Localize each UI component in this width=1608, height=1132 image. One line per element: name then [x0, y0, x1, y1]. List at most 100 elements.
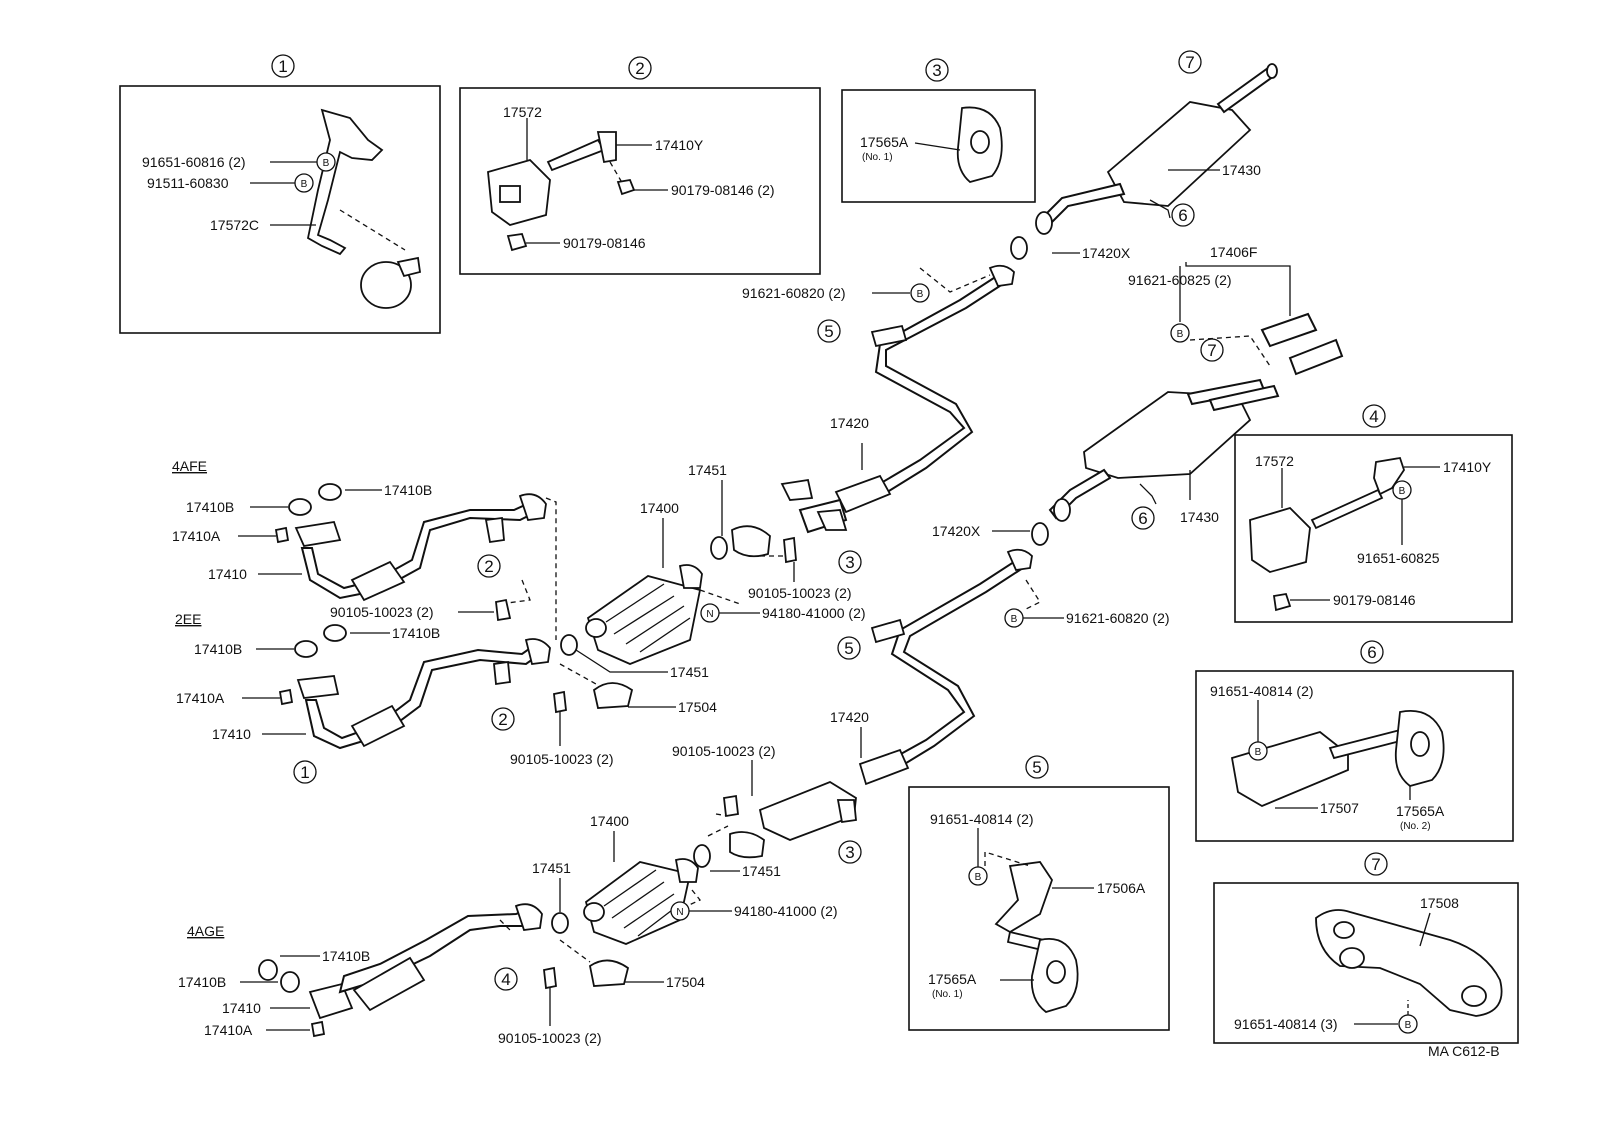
leader	[1419, 912, 1431, 947]
inset-5-number: 5	[1032, 758, 1041, 777]
hanger-pin	[1328, 728, 1406, 760]
inset-6-number-circle	[1360, 640, 1384, 664]
label-17565A: 17565A	[860, 134, 909, 150]
front-flange	[731, 525, 771, 558]
label-17507: 17507	[1320, 800, 1359, 816]
label-90105-10023: 90105-10023 (2)	[672, 743, 776, 759]
label-90179-08146: 90179-08146	[1333, 592, 1416, 608]
callout-7-number: 7	[1207, 341, 1216, 360]
resonator	[834, 474, 892, 514]
label-17420: 17420	[830, 709, 869, 725]
gasket-17410B	[280, 971, 300, 993]
gasket-17410B	[258, 959, 278, 981]
label-17508: 17508	[1420, 895, 1459, 911]
label-90105-10023: 90105-10023 (2)	[498, 1030, 602, 1046]
callout-6	[1171, 203, 1195, 227]
catalytic-converter-17400	[586, 575, 702, 665]
inset-7-frame	[1213, 882, 1519, 1044]
clamp-17504	[592, 682, 634, 709]
callout-2	[491, 707, 515, 731]
label-17410B: 17410B	[186, 499, 234, 515]
center-pipe-17420	[846, 272, 1008, 508]
callout-5	[817, 319, 841, 343]
callout-2	[477, 554, 501, 578]
label-91511-60830: 91511-60830	[147, 175, 229, 191]
tailpipe-tip	[1266, 63, 1278, 79]
bracket-hole	[1461, 985, 1487, 1007]
label-17410: 17410	[222, 1000, 261, 1016]
inset-5-number-circle	[1025, 755, 1049, 779]
hanger-rod	[546, 138, 606, 172]
gasket	[1035, 211, 1053, 235]
hanger-bracket	[1373, 456, 1405, 496]
inset-3-number-circle	[925, 58, 949, 82]
callout-7-number: 7	[1185, 53, 1194, 72]
converter-inlet-flange	[585, 618, 607, 638]
label-no1: (No. 1)	[932, 989, 963, 1000]
bolt	[783, 536, 797, 564]
bracket-17506A	[994, 861, 1053, 934]
pipe-flange	[524, 638, 551, 665]
callout-b	[316, 152, 336, 172]
front-pipe-17410	[304, 642, 542, 750]
label-17565A: 17565A	[928, 971, 977, 987]
callout-6-number: 6	[1138, 509, 1147, 528]
hanger-bracket	[493, 660, 511, 686]
inset-2-frame	[459, 87, 821, 275]
label-17410Y: 17410Y	[655, 137, 704, 153]
center-pipe-17420	[862, 556, 1028, 782]
label-17410B: 17410B	[384, 482, 432, 498]
gasket-17410B	[318, 483, 342, 501]
label-17420X: 17420X	[1082, 245, 1131, 261]
callout-b-letter: B	[975, 872, 982, 883]
muffler-17430	[1083, 391, 1252, 479]
label-17506A: 17506A	[1097, 880, 1146, 896]
inset-1-number-circle	[271, 54, 295, 78]
callout-b	[910, 283, 930, 303]
engine-label-4afe: 4AFE	[172, 458, 207, 474]
callout-6	[1131, 506, 1155, 530]
inset-1-frame	[119, 85, 441, 334]
callout-b	[1170, 323, 1190, 343]
gasket-17420X	[1010, 236, 1028, 260]
label-17451: 17451	[742, 863, 781, 879]
front-pipe-17410	[300, 498, 542, 600]
main-callouts: 1 2 2 3 3 4 5 5 6 6 7 7	[293, 50, 1224, 991]
mount-hole	[499, 185, 521, 203]
label-17400: 17400	[590, 813, 629, 829]
hanger-pin	[870, 618, 906, 644]
pipe-flange	[518, 493, 547, 521]
hanger-bracket	[780, 478, 814, 501]
inset-2-number: 2	[635, 59, 644, 78]
front-flange	[729, 831, 765, 859]
callout-4	[494, 967, 518, 991]
callout-b-letter: B	[1011, 614, 1018, 625]
dashed-link	[609, 161, 625, 187]
hanger-bracket	[836, 799, 857, 824]
label-17410B: 17410B	[392, 625, 440, 641]
mount-rubber	[1249, 506, 1311, 573]
label-17504: 17504	[678, 699, 717, 715]
hanger-pin	[870, 324, 908, 348]
callout-4-number: 4	[501, 970, 510, 989]
engine-label-4age: 4AGE	[187, 923, 224, 939]
bracket-17507	[1230, 731, 1349, 808]
inset-6-frame	[1195, 670, 1514, 842]
inset-2: 2 17572 17410Y 90179-08146 (2) 90179-081…	[459, 56, 821, 275]
clamp-bolt	[396, 256, 422, 278]
gasket-17451	[560, 634, 578, 656]
label-17451: 17451	[532, 860, 571, 876]
inset-3: 3 17565A (No. 1)	[841, 58, 1036, 203]
bracket-hole	[1333, 921, 1355, 939]
flange	[296, 675, 340, 699]
label-90105-10023: 90105-10023 (2)	[510, 751, 614, 767]
inset-4-number: 4	[1369, 407, 1378, 426]
pipe-converter	[350, 560, 406, 602]
inset-3-frame	[841, 89, 1036, 203]
label-17410Y: 17410Y	[1443, 459, 1492, 475]
label-94180-41000: 94180-41000 (2)	[762, 605, 866, 621]
inset-5-frame	[908, 786, 1170, 1031]
callout-b-letter: B	[1255, 747, 1262, 758]
label-91651-40814: 91651-40814 (2)	[1210, 683, 1314, 699]
